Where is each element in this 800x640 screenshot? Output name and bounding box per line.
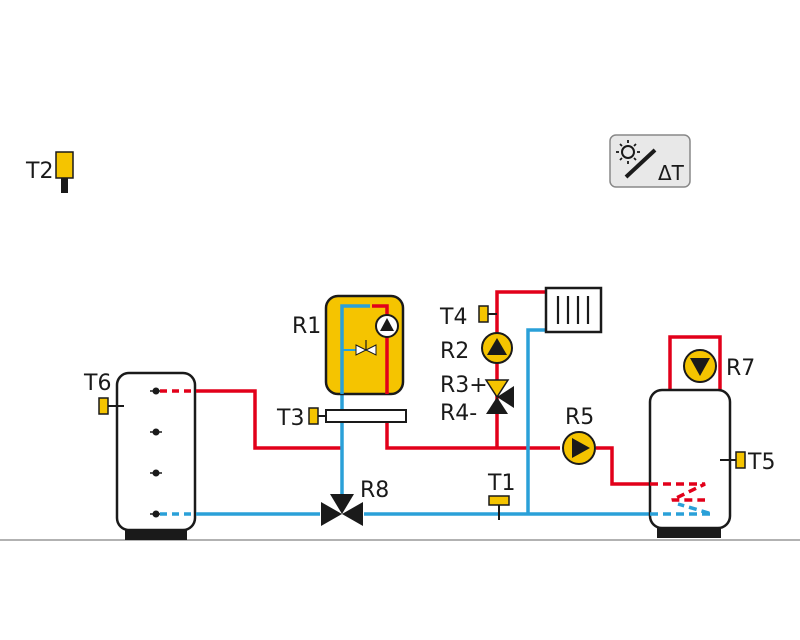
mode-button-label: ΔT <box>658 161 685 185</box>
buffer-tank[interactable] <box>115 371 197 532</box>
label-r7: R7 <box>726 356 755 381</box>
buffer-tank-base <box>125 530 187 540</box>
label-r8: R8 <box>360 478 389 503</box>
label-t6: T6 <box>83 371 111 396</box>
dhw-coil-icon <box>650 482 713 516</box>
label-t5: T5 <box>747 450 775 475</box>
pump-r7[interactable] <box>664 336 717 383</box>
boiler[interactable] <box>324 294 405 396</box>
sensor-t3[interactable] <box>308 407 326 425</box>
pump-r2[interactable] <box>481 332 513 364</box>
solar-delta-t-button[interactable]: ΔT <box>609 134 691 188</box>
sensor-t1[interactable] <box>488 495 510 520</box>
pump-r5[interactable] <box>562 431 596 465</box>
radiator[interactable] <box>544 286 603 334</box>
label-r5: R5 <box>565 405 594 430</box>
label-t2: T2 <box>25 159 53 184</box>
label-t3: T3 <box>276 406 304 431</box>
label-r1: R1 <box>292 314 321 339</box>
diverter-valve-r8[interactable] <box>321 494 363 526</box>
sensor-t4[interactable] <box>478 305 497 323</box>
pump-r1[interactable] <box>375 314 399 338</box>
label-r3: R3+ <box>440 373 488 398</box>
label-r4: R4- <box>440 401 477 426</box>
manifold-bar <box>325 409 407 423</box>
sensor-t2-outdoor[interactable] <box>55 151 74 193</box>
label-t4: T4 <box>439 305 467 330</box>
dhw-tank-base <box>657 528 721 538</box>
label-r2: R2 <box>440 339 469 364</box>
sensor-t6[interactable] <box>98 397 124 415</box>
mixing-valve-r3-r4[interactable] <box>484 379 514 414</box>
solar-delta-t-icon <box>616 140 657 179</box>
sensor-t5[interactable] <box>720 451 746 469</box>
boiler-internal-valve-icon <box>355 340 377 356</box>
label-t1: T1 <box>487 471 515 496</box>
